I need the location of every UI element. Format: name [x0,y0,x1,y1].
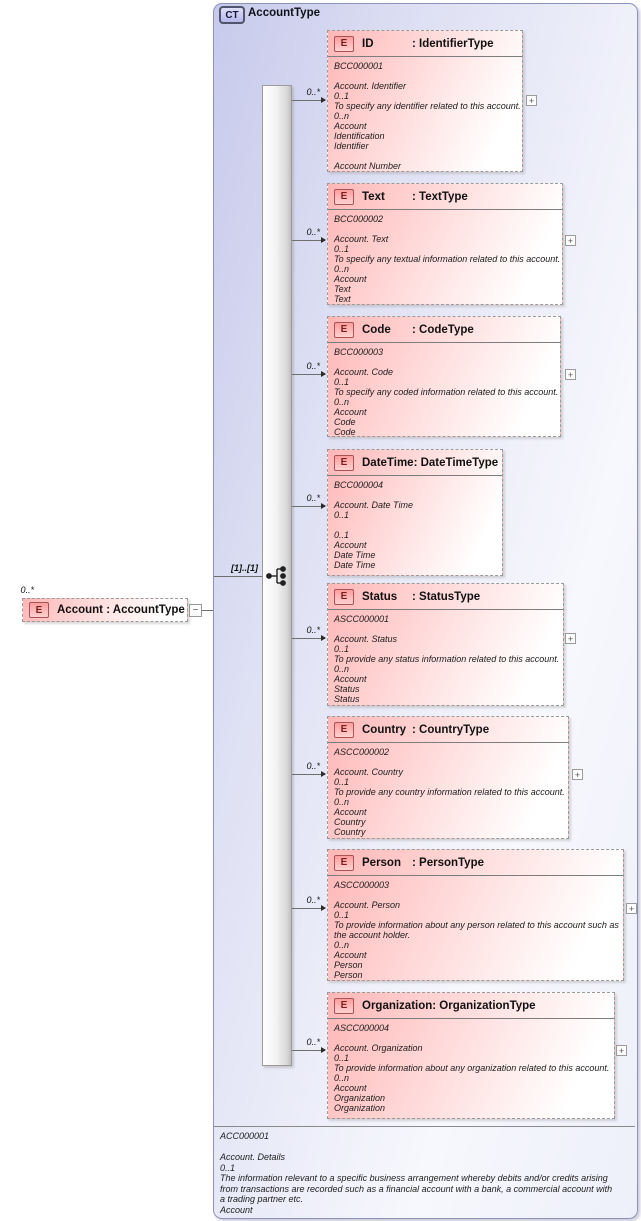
element-type: : DateTimeType [413,456,499,469]
element-annotation: ASCC000003 Account. Person 0..1 To provi… [334,880,619,980]
connector-line [292,638,325,639]
connector-line [292,1050,325,1051]
element-annotation: ASCC000002 Account. Country 0..1 To prov… [334,747,565,837]
complex-type-badge: CT [219,6,245,24]
element-badge-icon: E [334,454,354,471]
element-node-person[interactable]: E Person : PersonType ASCC000003 Account… [327,849,624,981]
element-header: E Status : StatusType [328,584,563,610]
cardinality-label: 0..* [306,227,320,237]
root-element-node[interactable]: E Account : AccountType [22,598,188,622]
element-badge-icon: E [334,321,354,338]
element-name: Status [362,590,398,603]
element-type: : TextType [412,190,468,203]
connector-line [292,506,325,507]
element-header: E Organization : OrganizationType [328,993,614,1019]
connector-line [292,374,325,375]
element-name: ID [362,37,374,50]
connector-line [202,610,213,611]
cardinality-label: 0..* [306,1037,320,1047]
sequence-occurrence-label: [1]..[1] [231,563,258,573]
connector-line [292,100,325,101]
element-header: E Person : PersonType [328,850,623,876]
connector-arrow-icon [321,371,326,377]
element-badge-icon: E [334,854,354,871]
element-badge-icon: E [29,602,49,618]
element-annotation: BCC000004 Account. Date Time 0..1 0..1 A… [334,480,413,570]
element-name: Code [362,323,391,336]
element-header: E DateTime : DateTimeType [328,450,502,476]
element-header: E Country : CountryType [328,717,568,743]
expand-button[interactable]: + [616,1045,627,1056]
element-name: Organization [362,999,433,1012]
element-badge-icon: E [334,188,354,205]
root-element-label: Account : AccountType [57,604,185,616]
expand-button[interactable]: + [526,95,537,106]
element-type: : PersonType [412,856,484,869]
element-badge-icon: E [334,721,354,738]
connector-line [292,774,325,775]
element-node-organization[interactable]: E Organization : OrganizationType ASCC00… [327,992,615,1119]
footer-divider [214,1126,635,1127]
element-annotation: ASCC000001 Account. Status 0..1 To provi… [334,614,560,704]
element-name: DateTime [362,456,414,469]
element-header: E ID : IdentifierType [328,31,522,57]
root-cardinality-label: 0..* [20,585,34,595]
element-name: Text [362,190,385,203]
element-name: Person [362,856,401,869]
connector-line [292,240,325,241]
connector-arrow-icon [321,635,326,641]
element-node-text[interactable]: E Text : TextType BCC000002 Account. Tex… [327,183,563,305]
element-badge-icon: E [334,588,354,605]
element-annotation: BCC000003 Account. Code 0..1 To specify … [334,347,559,437]
complex-type-title: AccountType [248,7,320,19]
connector-arrow-icon [321,97,326,103]
expand-button[interactable]: + [626,903,637,914]
connector-arrow-icon [321,771,326,777]
element-header: E Text : TextType [328,184,562,210]
element-type: : CodeType [412,323,474,336]
expand-button[interactable]: + [565,369,576,380]
element-node-datetime[interactable]: E DateTime : DateTimeType BCC000004 Acco… [327,449,503,576]
element-node-id[interactable]: E ID : IdentifierType BCC000001 Account.… [327,30,523,172]
sequence-icon [265,566,289,591]
element-node-code[interactable]: E Code : CodeType BCC000003 Account. Cod… [327,316,561,437]
connector-arrow-icon [321,503,326,509]
element-annotation: BCC000002 Account. Text 0..1 To specify … [334,214,561,304]
cardinality-label: 0..* [306,87,320,97]
connector-arrow-icon [321,237,326,243]
expand-button[interactable]: + [565,633,576,644]
element-name: Country [362,723,407,736]
element-annotation: BCC000001 Account. Identifier 0..1 To sp… [334,61,521,171]
connector-arrow-icon [321,1047,326,1053]
cardinality-label: 0..* [306,761,320,771]
connector-line [214,576,262,577]
type-annotation: ACC000001 Account. Details 0..1 The info… [220,1131,613,1215]
element-node-country[interactable]: E Country : CountryType ASCC000002 Accou… [327,716,569,839]
element-type: : OrganizationType [432,999,536,1012]
element-type: : StatusType [412,590,481,603]
cardinality-label: 0..* [306,361,320,371]
element-type: : IdentifierType [412,37,494,50]
element-header: E Code : CodeType [328,317,560,343]
connector-line [292,908,325,909]
cardinality-label: 0..* [306,625,320,635]
element-type: : CountryType [412,723,490,736]
element-annotation: ASCC000004 Account. Organization 0..1 To… [334,1023,610,1113]
expand-button[interactable]: + [572,769,583,780]
element-badge-icon: E [334,997,354,1014]
element-badge-icon: E [334,35,354,52]
collapse-button[interactable]: − [189,604,202,617]
cardinality-label: 0..* [306,493,320,503]
cardinality-label: 0..* [306,895,320,905]
expand-button[interactable]: + [565,235,576,246]
element-node-status[interactable]: E Status : StatusType ASCC000001 Account… [327,583,564,706]
connector-arrow-icon [321,905,326,911]
